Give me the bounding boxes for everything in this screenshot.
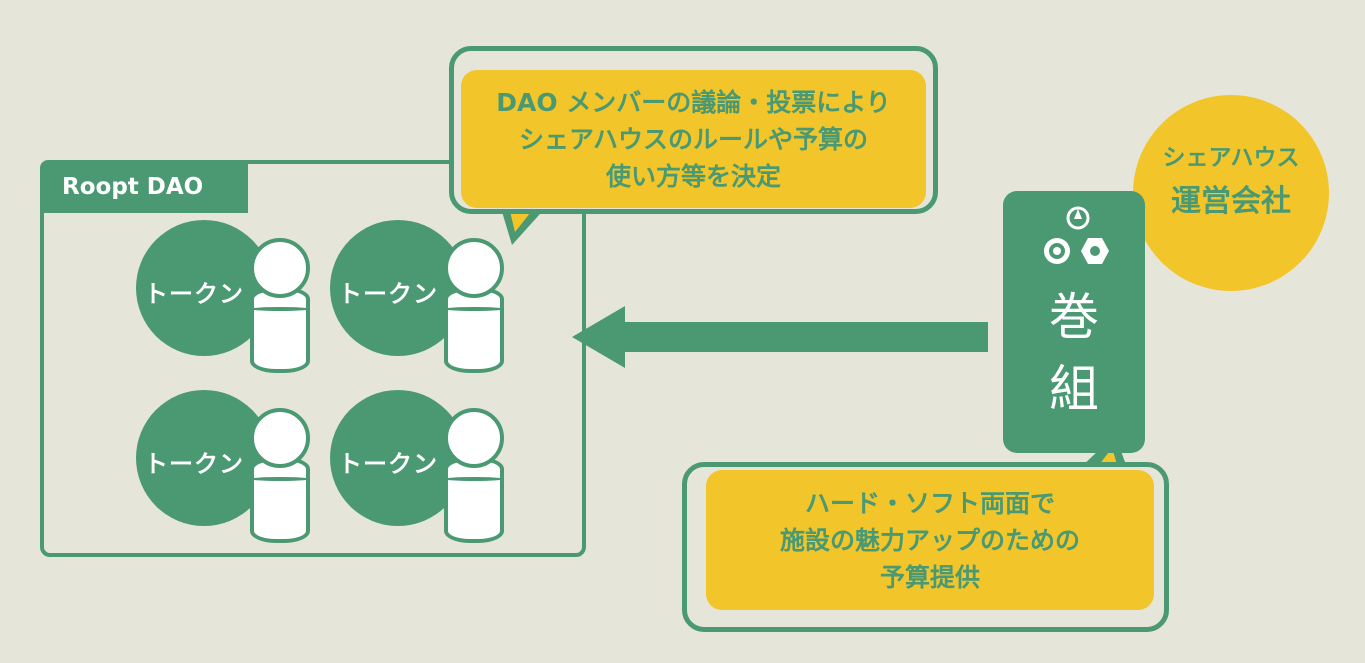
company-line-2: 運営会社 — [1171, 184, 1291, 219]
dao-container — [40, 160, 586, 557]
dao-bubble-line-1: DAO メンバーの議論・投票により — [496, 87, 891, 117]
support-bubble: ハード・ソフト両面で 施設の魅力アップのための 予算提供 — [706, 470, 1154, 610]
member-head-icon — [250, 408, 310, 468]
token-member-1: トークン — [136, 220, 336, 380]
support-bubble-line-1: ハード・ソフト両面で — [804, 488, 1055, 518]
makigumi-name: 巻 組 — [1003, 281, 1145, 425]
makigumi-char-1: 巻 — [1049, 288, 1099, 346]
member-head-icon — [444, 408, 504, 468]
makigumi-char-2: 組 — [1049, 360, 1099, 418]
support-bubble-line-2: 施設の魅力アップのための — [779, 525, 1080, 555]
company-line-1: シェアハウス — [1162, 145, 1300, 171]
token-label: トークン — [144, 280, 244, 308]
dao-bubble: DAO メンバーの議論・投票により シェアハウスのルールや予算の 使い方等を決定 — [461, 70, 926, 208]
member-body-icon — [444, 287, 504, 373]
token-label: トークン — [144, 450, 244, 478]
member-head-icon — [444, 238, 504, 298]
company-circle: シェアハウス 運営会社 — [1133, 95, 1329, 291]
member-body-icon — [444, 457, 504, 543]
arrow-shaft — [612, 322, 988, 352]
token-circle — [330, 220, 466, 356]
token-label: トークン — [338, 450, 438, 478]
token-circle — [330, 390, 466, 526]
arrow-left-icon — [572, 306, 988, 368]
makigumi-card: 巻 組 — [1003, 191, 1145, 453]
token-circle — [136, 220, 272, 356]
support-bubble-line-3: 予算提供 — [879, 562, 980, 592]
token-label: トークン — [338, 280, 438, 308]
dao-label: Roopt DAO — [40, 160, 248, 213]
dao-bubble-line-2: シェアハウスのルールや予算の — [518, 124, 868, 154]
member-head-icon — [250, 238, 310, 298]
token-member-3: トークン — [136, 390, 336, 550]
member-body-icon — [250, 457, 310, 543]
arrow-head — [572, 306, 625, 368]
token-member-2: トークン — [330, 220, 530, 380]
token-member-4: トークン — [330, 390, 530, 550]
gear-nut-compass-logo-icon — [1044, 206, 1109, 264]
dao-bubble-line-3: 使い方等を決定 — [605, 161, 781, 191]
token-circle — [136, 390, 272, 526]
